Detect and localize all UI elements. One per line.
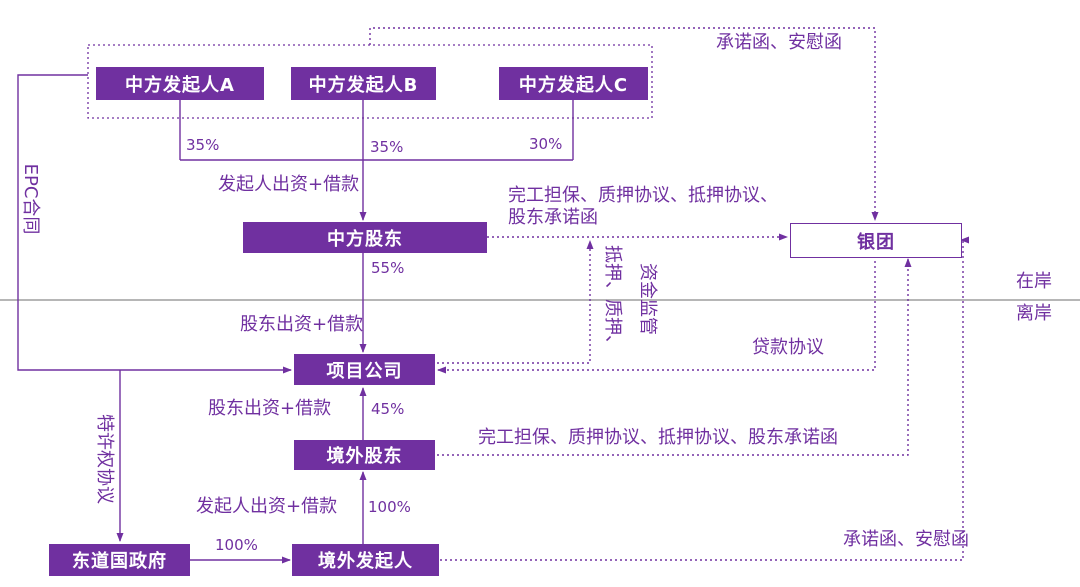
label-security-left: 抵押、质押、 [602,245,623,353]
label-onshore: 在岸 [1016,271,1052,292]
label-shareholder-funding-mid: 股东出资+借款 [208,398,332,419]
label-pct-chinese-shareholder: 55% [371,259,405,277]
label-pct-sponsor-b: 35% [370,138,404,156]
edge-loan-agreement [437,256,876,374]
node-sponsor-a: 中方发起人A [96,67,264,100]
label-pct-sponsor-a: 35% [186,136,220,154]
label-sponsor-funding-bottom: 发起人出资+借款 [196,496,338,517]
node-sponsor-c: 中方发起人C [499,67,648,100]
label-pct-offshore-sponsor: 100% [368,498,411,516]
label-loan-agreement: 贷款协议 [752,337,824,358]
edge-comfort-letter-bottom [440,236,969,561]
label-shareholder-funding-top: 股东出资+借款 [240,314,364,335]
label-concession-agreement: 特许权协议 [94,414,115,504]
label-guarantee-onshore-line1: 完工担保、质押协议、抵押协议、 [508,185,778,206]
label-comfort-letter-bottom: 承诺函、安慰函 [843,529,969,550]
label-epc-contract: EPC合同 [20,163,41,235]
label-comfort-letter-top: 承诺函、安慰函 [716,32,842,53]
node-host-government: 东道国政府 [49,544,190,576]
label-pct-sponsor-c: 30% [529,135,563,153]
edge-guarantee-offshore [437,258,912,456]
node-syndicate: 银团 [790,223,962,258]
label-pct-offshore-shareholder: 45% [371,400,405,418]
label-offshore: 离岸 [1016,303,1052,324]
label-pct-government: 100% [215,536,258,554]
node-offshore-sponsor: 境外发起人 [292,544,439,576]
edge-security-project-to-syndicate [437,240,594,364]
node-sponsor-b: 中方发起人B [291,67,436,100]
node-offshore-shareholder: 境外股东 [294,440,435,470]
label-guarantee-onshore-line2: 股东承诺函 [508,207,598,228]
label-guarantee-offshore: 完工担保、质押协议、抵押协议、股东承诺函 [478,427,838,448]
node-chinese-shareholder: 中方股东 [243,222,487,253]
edge-epc-contract [17,74,292,374]
node-project-company: 项目公司 [294,354,435,385]
label-sponsor-funding-top: 发起人出资+借款 [218,174,360,195]
label-security-right: 资金监管 [637,263,658,335]
